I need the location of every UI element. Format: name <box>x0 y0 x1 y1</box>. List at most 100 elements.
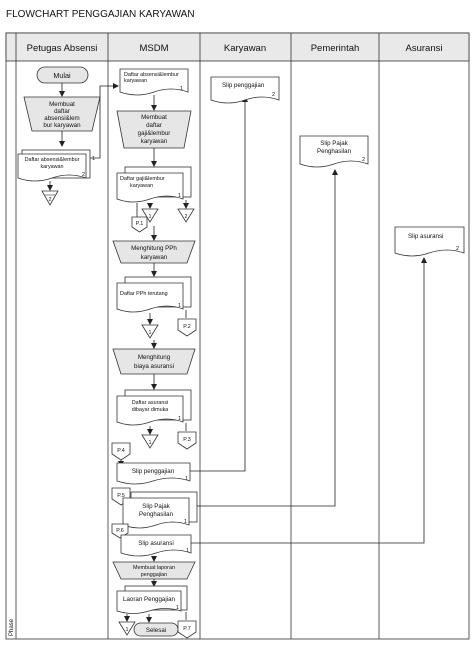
manual-membuat-gaji-line3: gaji&lembur <box>138 130 171 137</box>
file-storage-laporan-label: 1 <box>126 627 129 633</box>
doc-slip-pajak-line1: Slip Pajak <box>142 503 170 510</box>
doc-gaji-lembur: Daftar gaji&lembur karyawan 1 <box>116 166 192 203</box>
doc-laporan-penggajian: Laoran Penggajian 1 <box>116 585 188 614</box>
lane-header-asuransi: Asuransi <box>406 43 443 54</box>
doc-slip-pajak: Slip Pajak Penghasilan 1 <box>122 491 198 529</box>
doc-absensi-petugas-line2: karyawan <box>40 164 63 170</box>
manual-menghitung-asuransi <box>112 348 196 375</box>
doc-laporan-copy1: 1 <box>176 605 179 611</box>
lane-header-band <box>5 32 470 62</box>
doc-slip-asuransi: Slip asuransi 1 <box>120 534 192 557</box>
start-terminator <box>36 66 89 84</box>
manual-membuat-gaji-line2: daftar <box>146 122 162 129</box>
offpage-p2 <box>177 318 197 337</box>
doc-slip-asuransi-copy: 1 <box>186 548 189 554</box>
manual-membuat-gaji-line4: karyawan <box>141 138 168 145</box>
manual-pph-line2: karyawan <box>141 254 168 261</box>
file-storage-pph-label: 1 <box>149 330 152 336</box>
lane-header-petugas-absensi: Petugas Absensi <box>27 43 98 54</box>
doc-pph-text: Daftar PPh terutang <box>120 291 168 297</box>
doc-slip-pajak-line2: Penghasilan <box>139 511 174 518</box>
flow-slip-asuransi-to-asuransi <box>191 257 427 544</box>
manual-membuat-daftar-absensi <box>23 96 101 132</box>
doc-asuransi-line2: dibayar dimuka <box>132 407 169 413</box>
offpage-p3 <box>177 431 197 450</box>
offpage-p4-label: P.4 <box>117 448 124 454</box>
file-storage-asuransi-label: 1 <box>149 440 152 446</box>
manual-asuransi-line2: biaya asuransi <box>134 363 174 370</box>
manual-laporan-line2: penggajian <box>141 572 167 578</box>
doc-absensi-petugas-line1: Daftar absensi&lembur <box>25 157 80 163</box>
file-storage-asuransi <box>141 434 159 449</box>
file-storage-petugas-label: 2 <box>49 197 52 203</box>
doc-asuransi-line1: Daftar asuransi <box>132 400 169 406</box>
phase-label: Phase <box>9 618 15 636</box>
file-storage-gaji-copy2 <box>177 208 195 223</box>
offpage-p4 <box>111 442 131 461</box>
doc-slip-penggajian-copy: 1 <box>185 476 188 482</box>
lane-header-msdm: MSDM <box>139 43 168 54</box>
doc-slip-pajak-copy: 1 <box>184 519 187 525</box>
offpage-p7 <box>177 620 197 639</box>
doc-asuransi-slip-text: Slip asuransi <box>408 233 443 240</box>
offpage-p1-label: P.1 <box>136 221 143 227</box>
doc-absensi-msdm-line1: Daftar absensi&lembur <box>124 72 179 78</box>
start-label: Mulai <box>53 71 71 80</box>
doc-absensi-petugas-copy1: 1 <box>92 156 95 162</box>
lane-header-karyawan: Karyawan <box>224 43 266 54</box>
doc-karyawan-slip-text: Slip penggajian <box>222 82 265 89</box>
doc-asuransi-slip: Slip asuransi 2 <box>394 226 465 257</box>
offpage-p7-label: P.7 <box>183 626 190 632</box>
file-storage-gaji-label: 1 <box>149 214 152 220</box>
lane-header-pemerintah: Pemerintah <box>311 43 360 54</box>
manual-menghitung-pph <box>112 240 196 264</box>
doc-karyawan-slip: Slip penggajian 2 <box>210 76 280 104</box>
file-storage-pph <box>141 324 159 339</box>
offpage-p5-label: P.5 <box>117 493 124 499</box>
doc-asuransi-copy1: 1 <box>178 416 181 422</box>
file-storage-gaji-copy2-label: 2 <box>185 214 188 220</box>
doc-asuransi-slip-copy: 2 <box>456 246 459 252</box>
doc-slip-asuransi-text: Slip asuransi <box>138 540 173 547</box>
manual-membuat-daftar-line1: Membuat <box>49 101 75 108</box>
doc-absensi-msdm: Daftar absensi&lembur karyawan 1 <box>119 68 189 96</box>
doc-slip-penggajian: Slip penggajian 1 <box>116 462 191 485</box>
end-label: Selesai <box>146 627 166 634</box>
doc-gaji-line2: karyawan <box>130 183 153 189</box>
offpage-p6-label: P.6 <box>116 528 123 534</box>
file-storage-gaji <box>141 208 159 223</box>
doc-absensi-msdm-copy: 1 <box>180 86 183 92</box>
manual-membuat-daftar-gaji <box>116 110 192 149</box>
file-storage-petugas <box>41 190 59 206</box>
flow-slip-to-karyawan <box>190 96 248 472</box>
doc-karyawan-slip-copy: 2 <box>272 92 275 98</box>
offpage-p2-label: P.2 <box>183 324 190 330</box>
doc-pph-terutang: Daftar PPh terutang 1 <box>116 276 192 313</box>
doc-pemerintah-slip-copy: 2 <box>362 157 365 163</box>
flow-pa-to-msdm <box>90 83 119 159</box>
manual-membuat-daftar-line3: absensi&lem <box>44 115 79 122</box>
diagram-title: FLOWCHART PENGGAJIAN KARYAWAN <box>6 9 195 20</box>
doc-pph-copy1: 1 <box>178 303 181 309</box>
manual-laporan-line1: Membuat laporan <box>133 565 175 571</box>
manual-membuat-daftar-line2: daftar <box>54 108 70 115</box>
doc-slip-penggajian-text: Slip penggajian <box>132 468 175 475</box>
manual-asuransi-line1: Menghitung <box>138 354 171 361</box>
offpage-p3-label: P.3 <box>183 437 190 443</box>
manual-pph-line1: Menghitung PPh <box>131 245 177 252</box>
file-storage-laporan <box>118 621 136 636</box>
doc-absensi-msdm-line2: karyawan <box>124 78 147 84</box>
manual-membuat-laporan <box>112 561 196 580</box>
offpage-p1 <box>131 216 148 233</box>
manual-membuat-daftar-line4: bur karyawan <box>43 122 81 129</box>
doc-asuransi-dimuka: Daftar asuransi dibayar dimuka 1 <box>116 389 192 426</box>
doc-pemerintah-slip: Slip Pajak Penghasilan 2 <box>299 135 369 168</box>
doc-laporan-text: Laoran Penggajian <box>123 596 176 603</box>
doc-absensi-petugas: Daftar absensi&lembur karyawan 2 1 <box>17 149 95 182</box>
doc-gaji-line1: Daftar gaji&lembur <box>120 176 165 182</box>
manual-membuat-gaji-line1: Membuat <box>141 114 167 121</box>
doc-pemerintah-slip-line1: Slip Pajak <box>320 140 348 147</box>
flow-slip-pajak-to-pemerintah <box>197 169 338 507</box>
